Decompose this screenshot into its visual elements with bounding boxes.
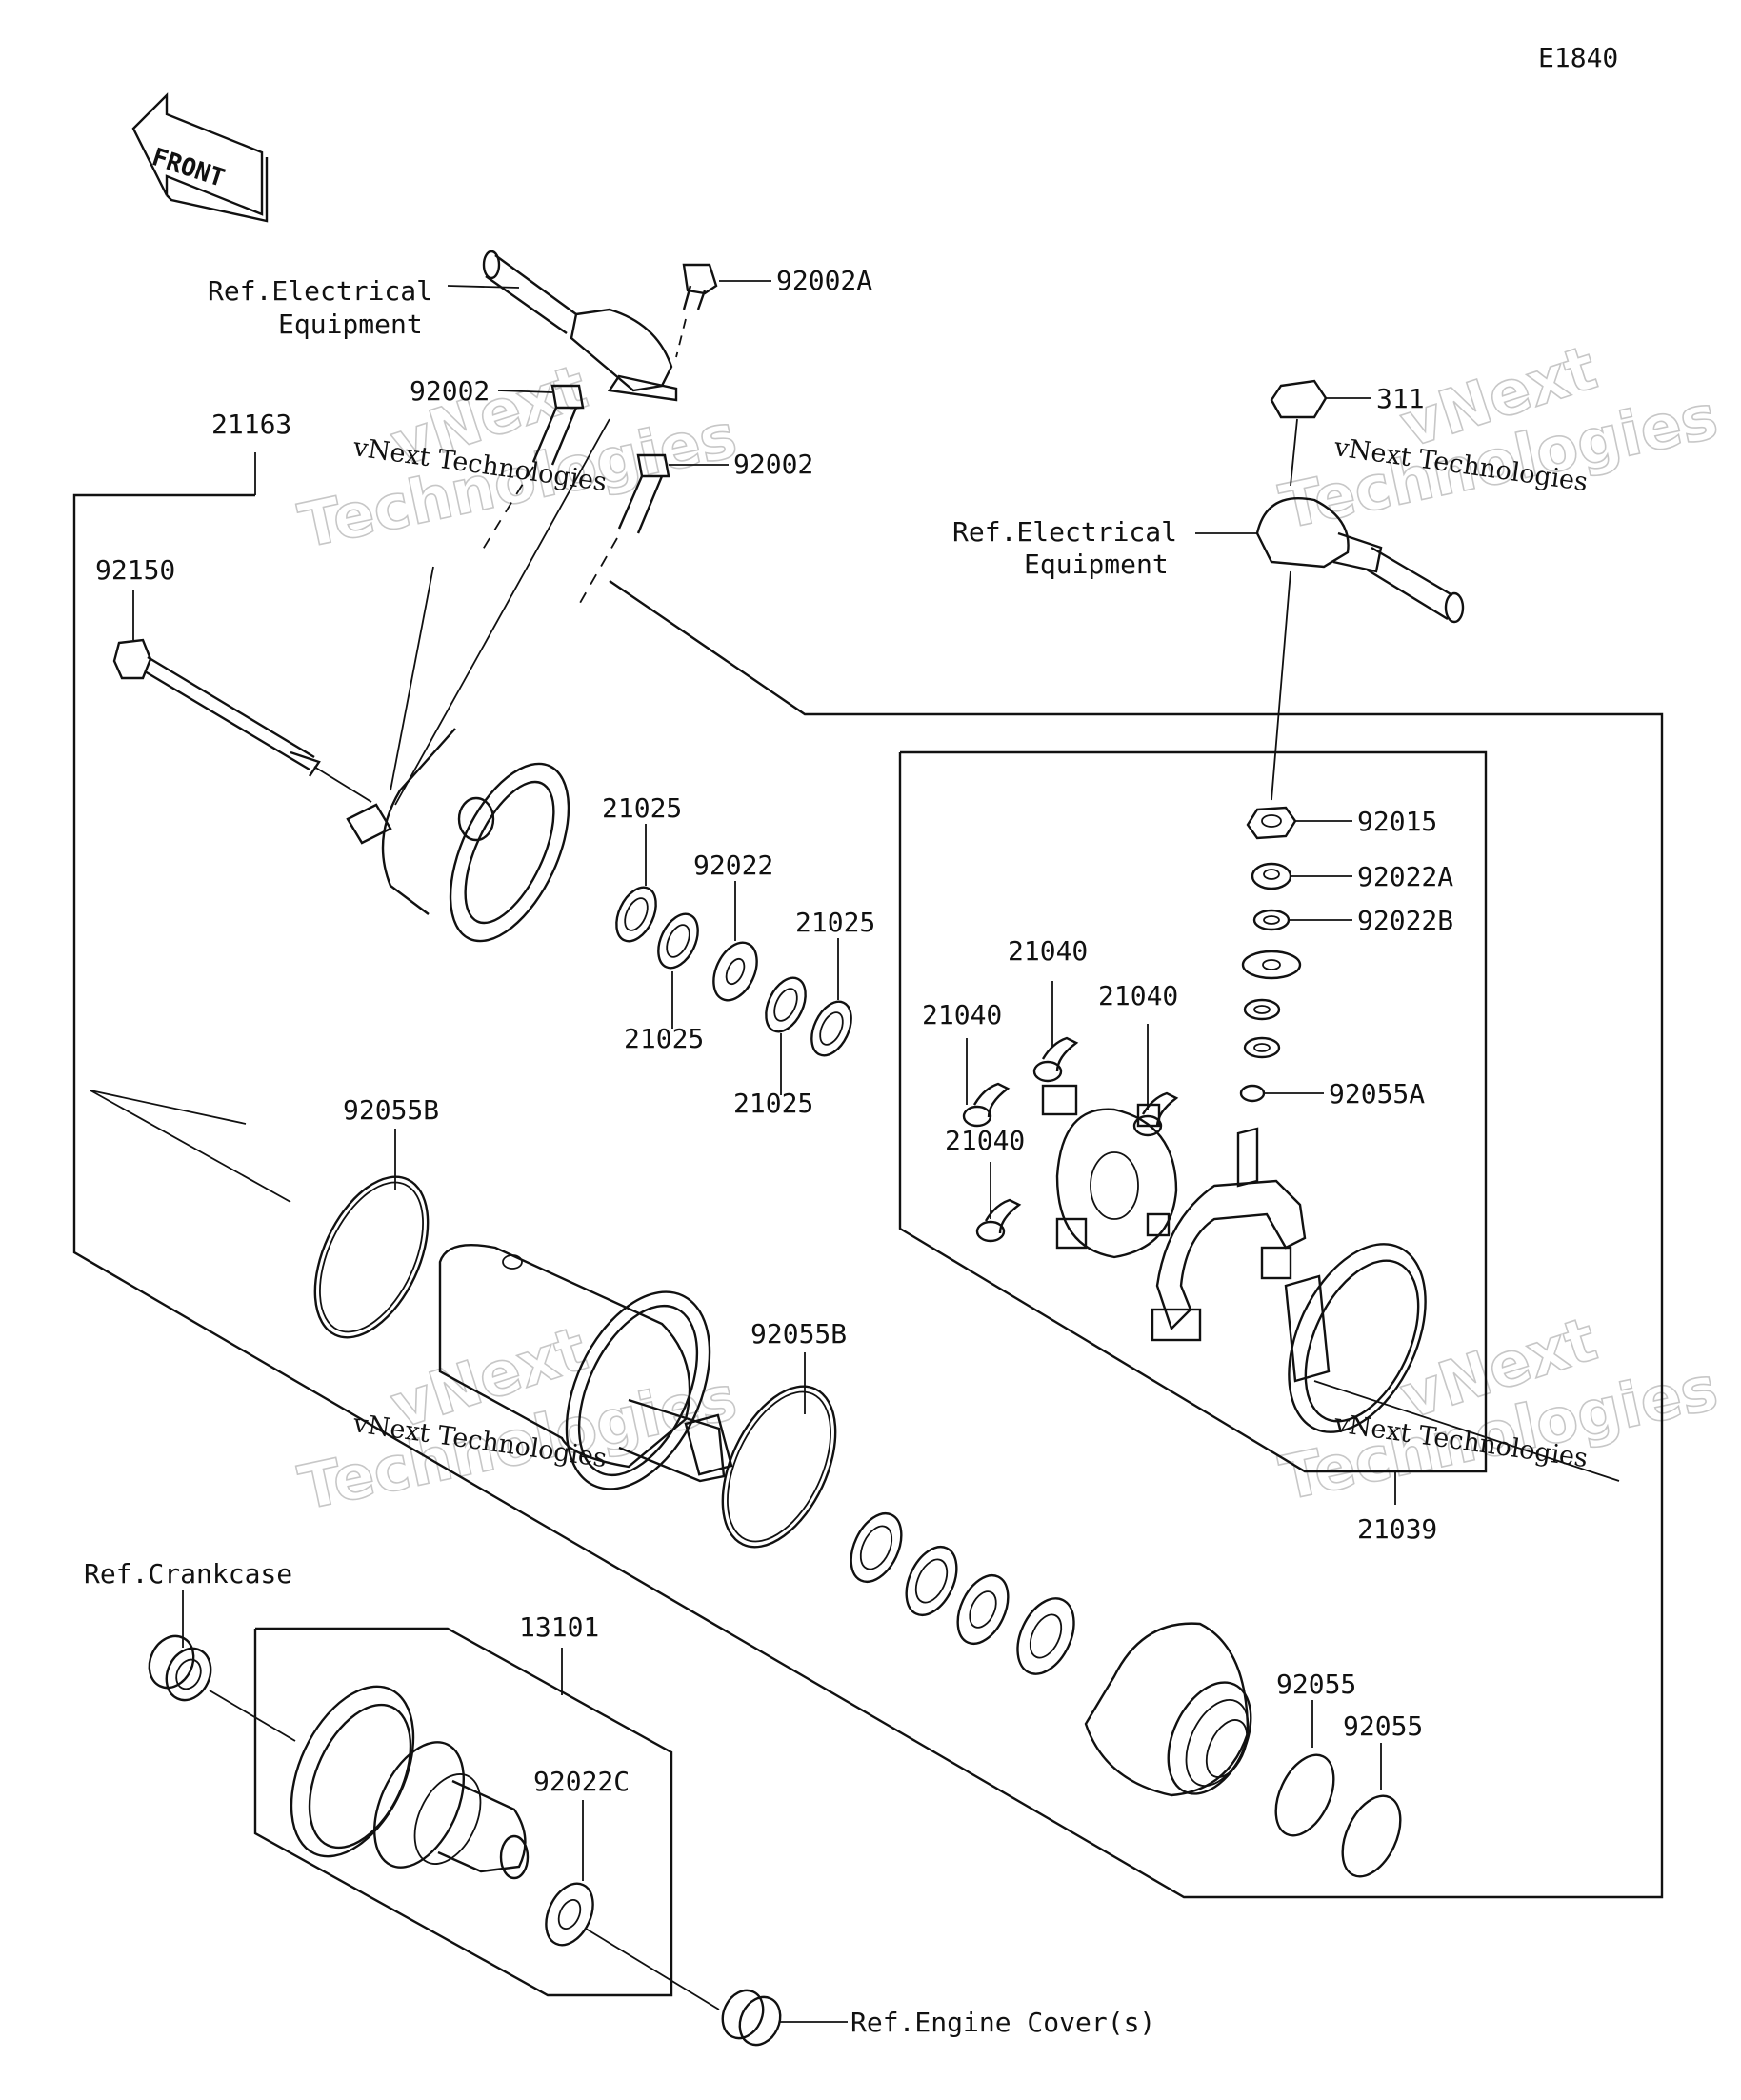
label-ref-electrical-left-1: Ref.Electrical <box>208 275 432 307</box>
label-21040-b: 21040 <box>1098 980 1178 1011</box>
shim-group-top <box>615 824 852 1095</box>
end-cover <box>346 418 610 943</box>
nut-92015 <box>1246 806 1352 840</box>
label-21025-a: 21025 <box>602 792 682 824</box>
front-cover <box>1084 1622 1252 1797</box>
yoke-housing <box>438 1244 733 1490</box>
label-ref-engine-cover: Ref.Engine Cover(s) <box>850 2007 1155 2038</box>
o-ring-92055A <box>1239 1084 1324 1103</box>
label-92022A: 92022A <box>1357 861 1453 892</box>
watermark-2: vNext Technologies vNext Technologies <box>1273 332 1725 544</box>
bolt-92002-right <box>575 453 729 610</box>
label-311: 311 <box>1376 383 1425 414</box>
o-ring-92055B-left <box>313 1175 430 1339</box>
label-21039: 21039 <box>1357 1513 1437 1545</box>
washer-92022A <box>1251 862 1352 890</box>
label-21025-b: 21025 <box>795 907 875 938</box>
washer-92022B <box>1252 909 1352 931</box>
diagram-code: E1840 <box>1538 42 1618 73</box>
o-ring-92055B-right <box>721 1385 837 1549</box>
label-ref-electrical-left-2: Equipment <box>278 309 423 340</box>
brush-plate <box>1041 1084 1178 1259</box>
brush-terminal <box>1151 1127 1307 1342</box>
label-21040-d: 21040 <box>945 1125 1025 1156</box>
label-21040-c: 21040 <box>922 999 1002 1030</box>
bolt-92150 <box>112 590 372 803</box>
watermark-4: vNext Technologies vNext Technologies <box>1273 1304 1725 1515</box>
label-21025-c: 21025 <box>624 1023 704 1054</box>
label-92055-a: 92055 <box>1276 1669 1356 1700</box>
label-13101: 13101 <box>519 1611 599 1643</box>
bolt-92002-left <box>480 384 585 553</box>
crankcase-bushing <box>148 1590 296 1742</box>
electrical-lead-right <box>1195 379 1465 801</box>
watermark-1: vNext Technologies vNext Technologies <box>292 351 744 563</box>
starter-clutch <box>290 1685 530 1880</box>
brush-spring-21040-b <box>962 1038 1011 1128</box>
insulator-washers <box>1241 950 1302 1059</box>
label-ref-electrical-right-2: Equipment <box>1024 549 1169 580</box>
brush-spring-21040-d <box>975 1162 1022 1243</box>
label-21025-d: 21025 <box>733 1088 813 1119</box>
label-92002-right: 92002 <box>733 449 813 480</box>
label-92002A: 92002A <box>776 265 872 296</box>
brush-holder-ring <box>1284 1243 1427 1433</box>
label-21040-a: 21040 <box>1008 935 1088 967</box>
label-92055-b: 92055 <box>1343 1710 1423 1742</box>
label-92022: 92022 <box>693 850 773 881</box>
brush-spring-21040-a <box>1032 981 1079 1083</box>
label-21163: 21163 <box>211 409 291 440</box>
label-92022B: 92022B <box>1357 905 1453 936</box>
label-92015: 92015 <box>1357 806 1437 837</box>
front-arrow-icon: FRONT <box>131 92 269 223</box>
label-92022C: 92022C <box>533 1766 630 1797</box>
label-92055B-left: 92055B <box>343 1094 439 1126</box>
engine-cover-bushing <box>721 1989 848 2047</box>
label-92002-left: 92002 <box>410 375 490 407</box>
shim-group-lower <box>850 1512 1075 1675</box>
assembly-box-13101 <box>253 1627 673 1997</box>
label-ref-crankcase: Ref.Crankcase <box>84 1558 292 1590</box>
label-92150: 92150 <box>95 554 175 586</box>
label-92055B-right: 92055B <box>750 1318 847 1350</box>
electrical-lead-left <box>447 250 678 402</box>
label-92055A: 92055A <box>1329 1078 1425 1110</box>
washer-92022C <box>545 1800 720 2010</box>
bolt-92002A <box>675 263 771 358</box>
o-ring-92055-b <box>1341 1794 1402 1878</box>
assembly-box-21163 <box>72 493 1664 1899</box>
o-ring-92055-a <box>1274 1753 1335 1837</box>
label-ref-electrical-right-1: Ref.Electrical <box>952 516 1177 548</box>
